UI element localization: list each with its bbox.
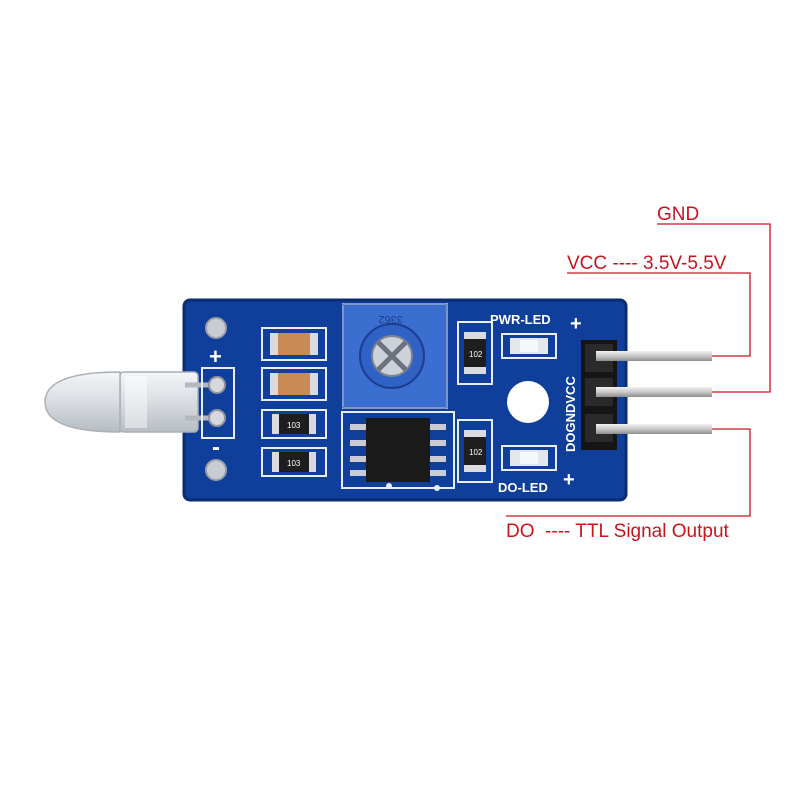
- pwr-led: [501, 333, 557, 359]
- capacitor-bottom: [261, 367, 327, 401]
- gnd-leader-line: [657, 223, 771, 393]
- do-leader-line: [506, 428, 751, 517]
- svg-text:103: 103: [287, 421, 301, 430]
- svg-text:103: 103: [287, 459, 301, 468]
- pwr-plus-sign: +: [570, 313, 582, 335]
- trimpot: 3362: [342, 303, 448, 409]
- sensor-pad-outline: [201, 367, 235, 439]
- vcc-callout: VCC ---- 3.5V-5.5V: [567, 253, 727, 274]
- svg-text:102: 102: [469, 350, 483, 359]
- gnd-callout: GND: [657, 204, 700, 225]
- do-led-label: DO-LED: [498, 480, 548, 495]
- do-led: [501, 445, 557, 471]
- sensor-pad-plus: [208, 376, 226, 394]
- pin-header-label: DOGNDVCC: [563, 376, 578, 452]
- sensor-plus-sign: +: [209, 344, 222, 369]
- vcc-leader-line: [567, 272, 751, 357]
- sensor-minus-sign: -: [212, 434, 220, 461]
- pin-do: [596, 424, 712, 434]
- sensor-pad-minus: [208, 409, 226, 427]
- comparator-ic: [341, 411, 455, 491]
- resistor-102-top: 102: [457, 321, 493, 385]
- mounting-hole-left-top: [205, 317, 227, 339]
- do-callout: DO ---- TTL Signal Output: [506, 521, 729, 542]
- do-plus-sign: +: [563, 469, 575, 491]
- mounting-hole-left-bottom: [205, 459, 227, 481]
- pwr-led-label: PWR-LED: [490, 312, 551, 327]
- pin-header: [581, 340, 712, 450]
- capacitor-top: [261, 327, 327, 361]
- pin-vcc: [596, 351, 712, 361]
- svg-text:102: 102: [469, 448, 483, 457]
- svg-text:3362: 3362: [379, 313, 403, 325]
- resistor-102-bottom: 102: [457, 419, 493, 483]
- callout-lines: [506, 223, 771, 517]
- ir-led: [44, 371, 214, 433]
- resistor-103-bottom: 103: [261, 447, 327, 477]
- mounting-hole-center: [507, 381, 549, 423]
- resistor-103-top: 103: [261, 409, 327, 439]
- pin-gnd: [596, 387, 712, 397]
